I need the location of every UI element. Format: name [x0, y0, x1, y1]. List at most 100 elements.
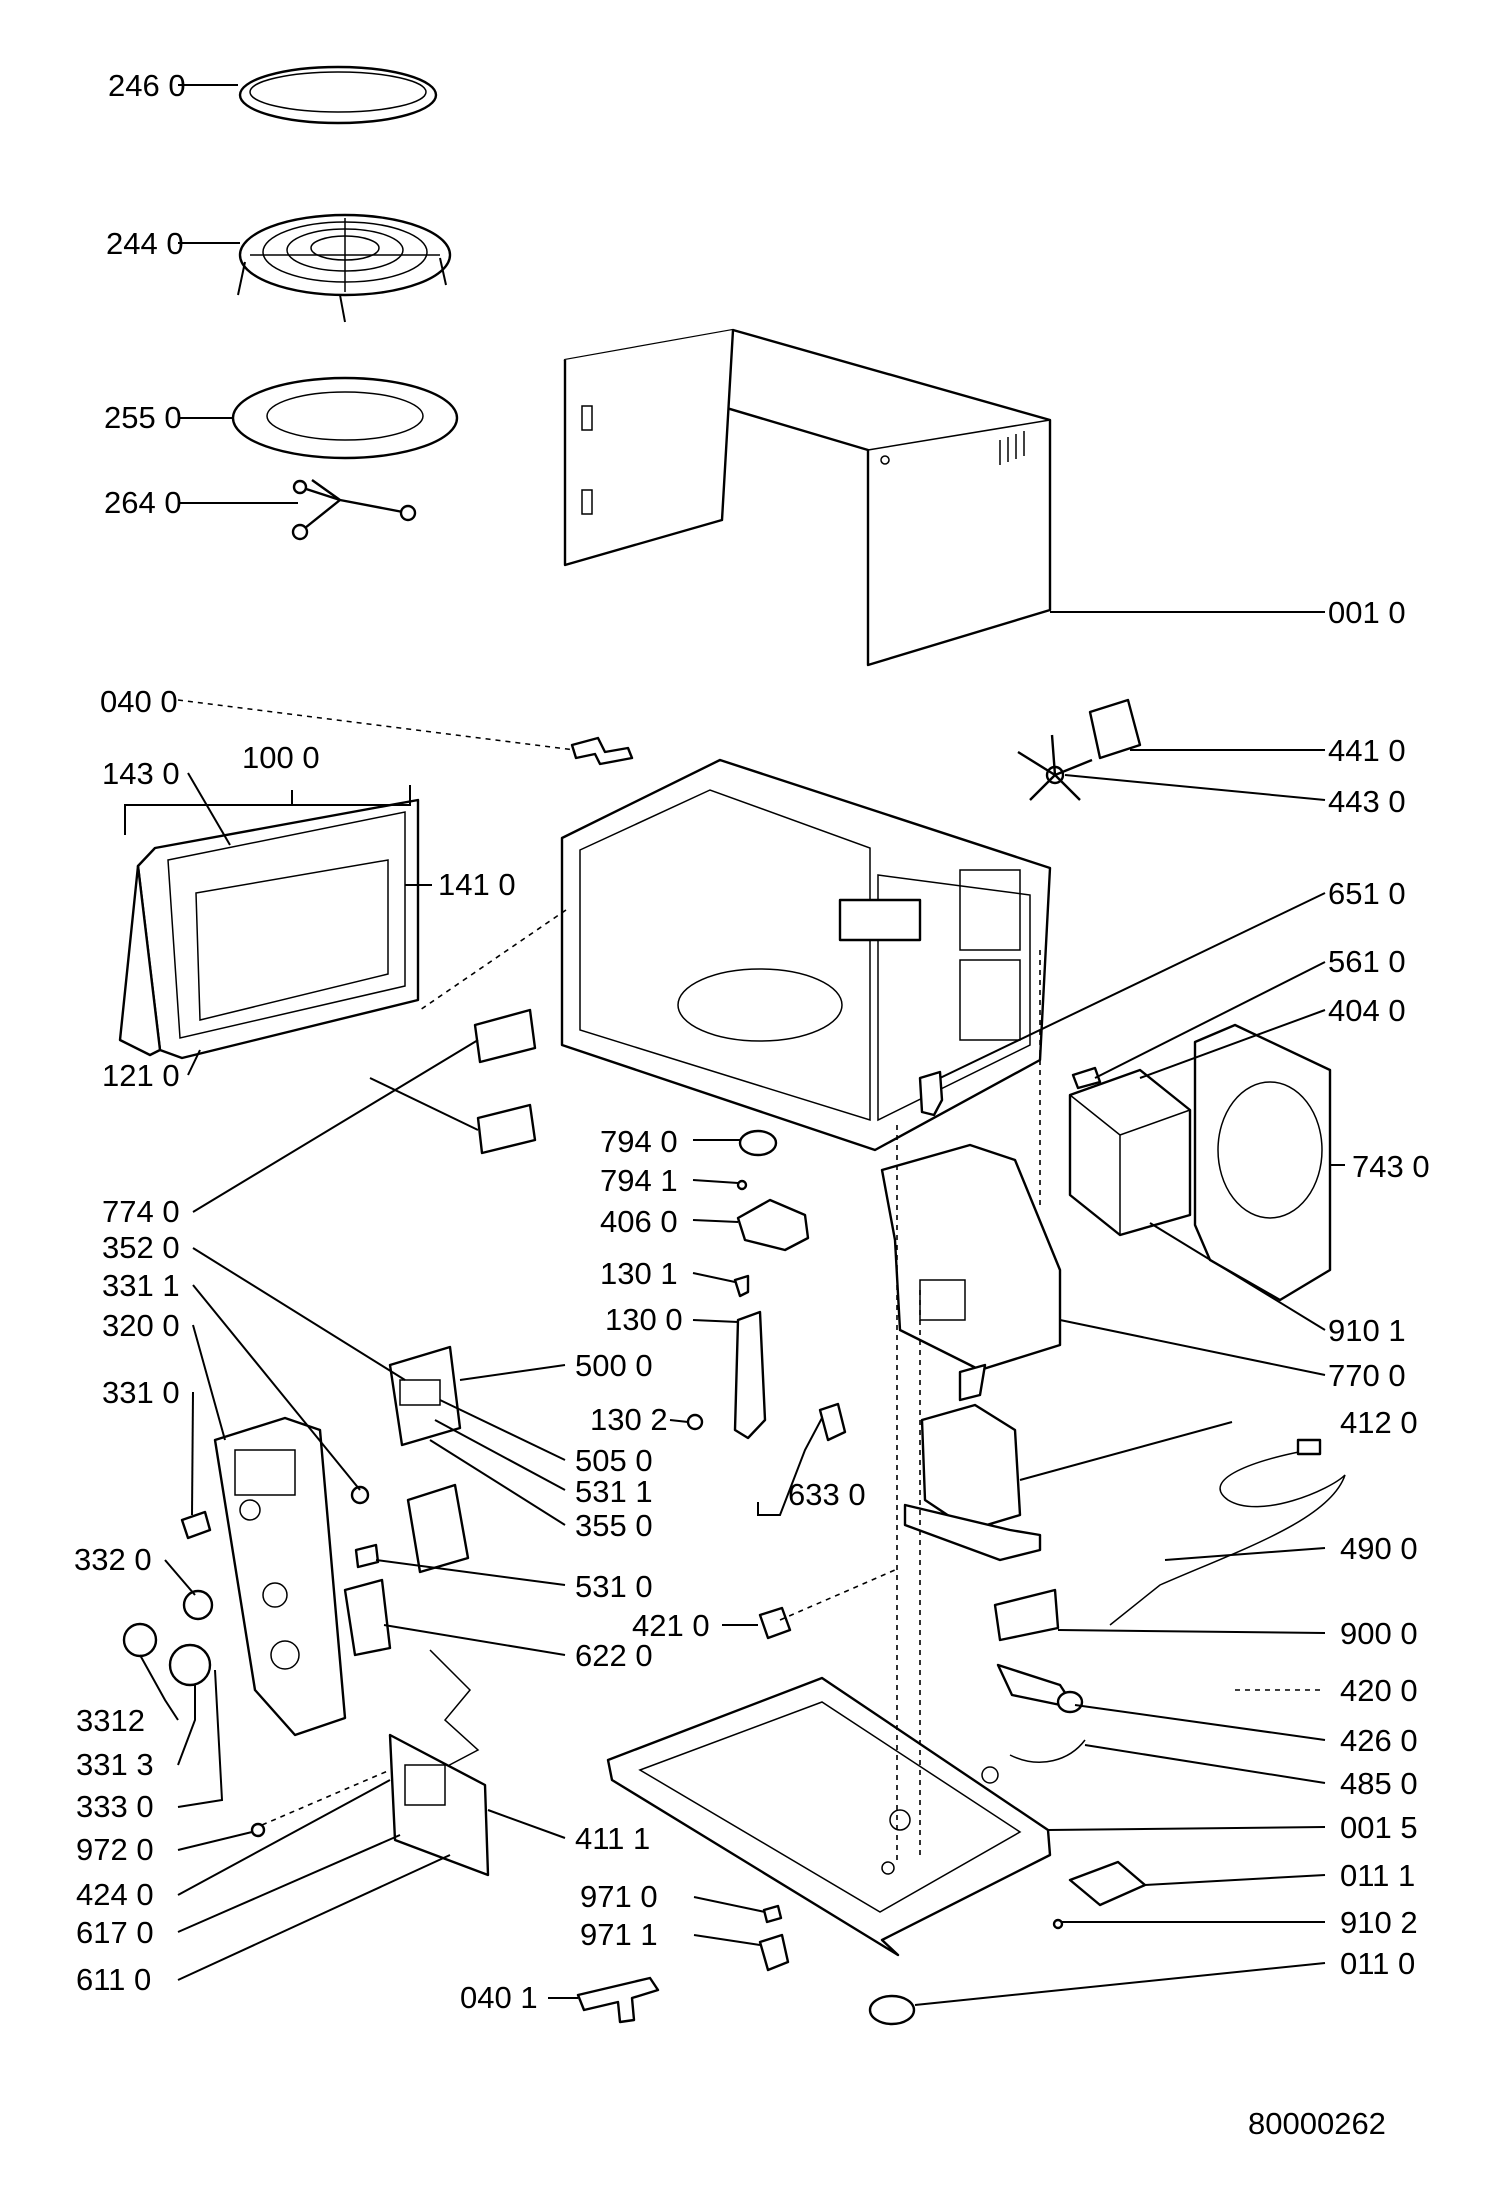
callout-011-0: 011 0 — [1340, 1946, 1415, 1981]
drawing-number: 80000262 — [1248, 2106, 1386, 2141]
callout-651-0: 651 0 — [1328, 876, 1406, 911]
callout-352-0: 352 0 — [102, 1230, 180, 1265]
part-wire-485 — [1009, 1739, 1086, 1763]
part-button-331-1 — [350, 1485, 370, 1505]
part-clip-top — [570, 736, 634, 766]
callout-141-0: 141 0 — [438, 867, 516, 902]
part-lamp — [918, 1070, 944, 1117]
part-relay-board — [388, 1733, 490, 1877]
callout-485-0: 485 0 — [1340, 1766, 1418, 1801]
callout-743-0: 743 0 — [1352, 1149, 1430, 1184]
callout-910-1: 910 1 — [1328, 1313, 1406, 1348]
callout-561-0: 561 0 — [1328, 944, 1406, 979]
callout-244-0: 244 0 — [106, 226, 184, 261]
callout-505-0: 505 0 — [575, 1443, 653, 1478]
part-transformer-412 — [903, 1403, 1042, 1562]
part-coupler-small — [736, 1179, 748, 1191]
callout-333-0: 333 0 — [76, 1789, 154, 1824]
part-diode-421 — [758, 1606, 792, 1640]
callout-770-0: 770 0 — [1328, 1358, 1406, 1393]
callout-406-0: 406 0 — [600, 1204, 678, 1239]
part-clip-971-1 — [758, 1933, 790, 1972]
part-turntable-motor — [736, 1198, 810, 1252]
part-clamp-900 — [993, 1588, 1060, 1642]
part-coupler — [738, 1129, 778, 1157]
callout-332-0: 332 0 — [74, 1542, 152, 1577]
callout-331-1: 331 1 — [102, 1268, 180, 1303]
part-board-622 — [343, 1578, 392, 1657]
part-mica-cover-b — [476, 1103, 537, 1155]
callout-411-1: 411 1 — [575, 1821, 650, 1856]
callout-130-2: 130 2 — [590, 1402, 668, 1437]
part-power-cord — [1109, 1438, 1346, 1626]
callout-441-0: 441 0 — [1328, 733, 1406, 768]
callout-972-0: 972 0 — [76, 1832, 154, 1867]
callout-420-0: 420 0 — [1340, 1673, 1418, 1708]
callout-404-0: 404 0 — [1328, 993, 1406, 1028]
part-screw-910-2 — [1052, 1918, 1064, 1930]
part-latch-130-1 — [733, 1274, 750, 1298]
part-clip-531 — [354, 1543, 380, 1569]
part-knob-333 — [168, 1643, 212, 1687]
part-air-duct — [1193, 1023, 1332, 1302]
parts-layer — [118, 65, 1346, 2026]
callout-100-0: 100 0 — [242, 740, 320, 775]
part-module-355 — [406, 1483, 470, 1574]
callout-412-0: 412 0 — [1340, 1405, 1418, 1440]
callout-labels: 246 0 244 0 255 0 264 0 001 0 040 0 143 … — [74, 68, 1430, 2015]
callout-531-0: 531 0 — [575, 1569, 653, 1604]
part-mica-cover-a — [473, 1008, 537, 1064]
callout-900-0: 900 0 — [1340, 1616, 1418, 1651]
part-fan — [1017, 734, 1093, 801]
callout-011-1: 011 1 — [1340, 1858, 1415, 1893]
part-control-board — [388, 1345, 462, 1447]
callout-320-0: 320 0 — [102, 1308, 180, 1343]
part-capacitor — [996, 1663, 1084, 1714]
part-transformer — [1068, 1068, 1192, 1237]
part-base-plate — [606, 1676, 1052, 1957]
callout-001-0: 001 0 — [1328, 595, 1406, 630]
callout-971-0: 971 0 — [580, 1879, 658, 1914]
callout-424-0: 424 0 — [76, 1877, 154, 1912]
part-screw-971-0 — [762, 1904, 783, 1924]
callout-001-5: 001 5 — [1340, 1810, 1418, 1845]
part-foot — [868, 1994, 916, 2026]
part-control-panel — [213, 1416, 347, 1737]
part-wire-harness — [429, 1649, 480, 1771]
leader-lines — [124, 84, 1345, 2006]
callout-794-0: 794 0 — [600, 1124, 678, 1159]
callout-255-0: 255 0 — [104, 400, 182, 435]
callout-971-1: 971 1 — [580, 1917, 658, 1952]
callout-331-0: 331 0 — [102, 1375, 180, 1410]
part-screw-972 — [250, 1822, 266, 1838]
callout-531-1: 531 1 — [575, 1474, 653, 1509]
part-gasket-ring — [238, 65, 438, 125]
callout-130-1: 130 1 — [600, 1256, 678, 1291]
part-latch-130-0 — [733, 1310, 767, 1440]
part-knob-332 — [182, 1589, 214, 1621]
part-button-331 — [180, 1510, 212, 1540]
callout-443-0: 443 0 — [1328, 784, 1406, 819]
callout-617-0: 617 0 — [76, 1915, 154, 1950]
callout-633-0: 633 0 — [788, 1477, 866, 1512]
part-door-assembly — [118, 798, 420, 1060]
callout-426-0: 426 0 — [1340, 1723, 1418, 1758]
callout-121-0: 121 0 — [102, 1058, 180, 1093]
part-latch-011-1 — [1068, 1860, 1147, 1907]
part-bracket-561 — [1071, 1066, 1102, 1090]
part-cavity-assembly — [560, 758, 1052, 1152]
part-grill-rack — [237, 213, 452, 323]
callout-910-2: 910 2 — [1340, 1905, 1418, 1940]
part-latch-633 — [818, 1402, 847, 1442]
part-outer-casing — [563, 328, 1052, 667]
part-roller-support — [291, 479, 417, 541]
callout-355-0: 355 0 — [575, 1508, 653, 1543]
callout-622-0: 622 0 — [575, 1638, 653, 1673]
callout-130-0: 130 0 — [605, 1302, 683, 1337]
part-switch-bracket — [880, 1143, 1062, 1402]
callout-143-0: 143 0 — [102, 756, 180, 791]
part-knob-3312 — [122, 1622, 158, 1658]
part-turntable-plate — [231, 376, 459, 460]
part-screw-130-2 — [686, 1413, 704, 1431]
